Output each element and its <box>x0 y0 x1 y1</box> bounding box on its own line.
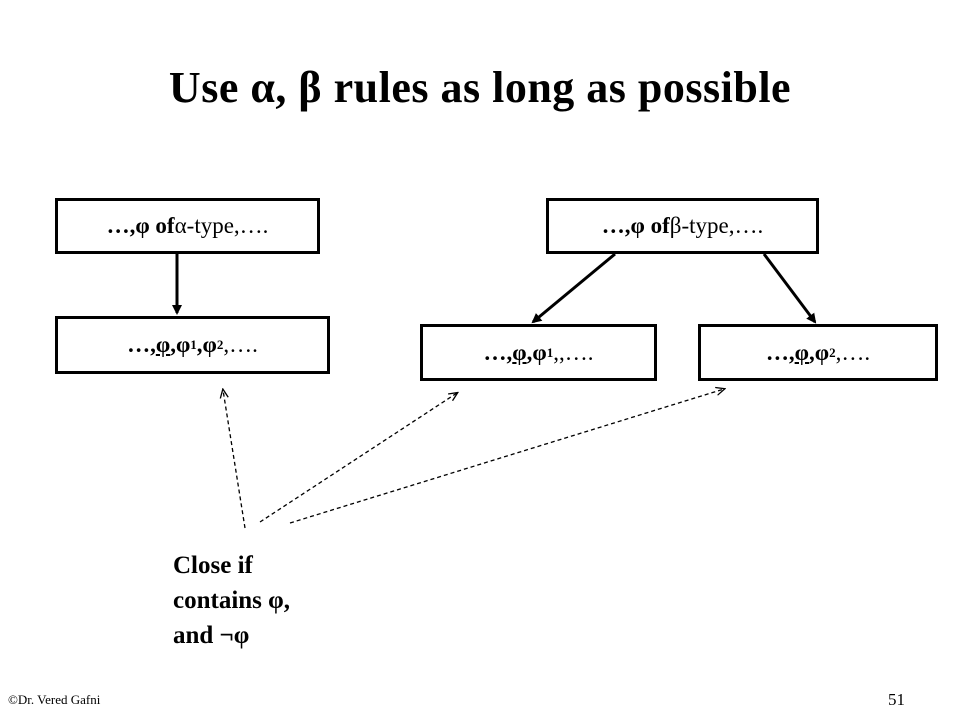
close-pointer-alpha-child <box>223 390 246 529</box>
close-condition-note: Close if contains φ, and ¬φ <box>173 548 290 653</box>
close-note-line-3: and ¬φ <box>173 622 250 649</box>
beta-left-comma: , <box>526 339 533 365</box>
close-note-line-1: Close if <box>173 552 253 579</box>
page-number: 51 <box>888 690 905 709</box>
alpha-child-comma-2: , <box>196 332 203 357</box>
beta-right-prefix: …, <box>765 339 795 365</box>
slide-title: Use α, β rules as long as possible <box>168 63 792 112</box>
beta-left-edge <box>531 252 616 324</box>
beta-left-rest: ,,…. <box>553 339 594 365</box>
beta-left-prefix: …, <box>483 339 513 365</box>
alpha-symbol: α <box>174 213 187 238</box>
beta-node-label: …,φ of <box>601 213 670 238</box>
beta-right-sub-2: 2 <box>829 344 836 360</box>
beta-right-phi-2: φ <box>814 339 830 365</box>
beta-symbol: β <box>669 213 682 238</box>
beta-right-rest: ,…. <box>835 339 871 365</box>
beta-right-phi: φ <box>794 339 809 365</box>
alpha-child-phi-1: φ <box>175 332 191 357</box>
beta-right-edge <box>762 253 817 324</box>
alpha-child-prefix: …, <box>127 332 156 357</box>
close-note-line-2: contains φ, <box>173 587 291 614</box>
beta-type-node: …,φ of β-type,…. <box>546 198 819 254</box>
beta-left-phi: φ <box>512 339 527 365</box>
beta-left-sub-1: 1 <box>546 344 554 360</box>
alpha-child-rest: ,…. <box>223 332 258 357</box>
alpha-node-label: …,φ of <box>106 213 175 238</box>
beta-right-comma: , <box>809 339 815 365</box>
alpha-child-phi-2: φ <box>202 332 217 357</box>
alpha-node-type-text: -type,…. <box>186 213 269 238</box>
alpha-child-comma-1: , <box>170 332 176 357</box>
alpha-child-sub-1: 1 <box>190 337 197 352</box>
alpha-child-phi: φ <box>155 332 171 357</box>
close-pointer-beta-left <box>259 393 457 523</box>
beta-node-type-text: -type,…. <box>681 213 764 238</box>
alpha-child-sub-2: 2 <box>216 337 224 352</box>
beta-left-phi-1: φ <box>532 339 547 365</box>
close-pointer-beta-right <box>289 389 724 524</box>
alpha-type-node: …,φ of α-type,…. <box>55 198 320 254</box>
copyright-footer: ©Dr. Vered Gafni <box>8 692 101 707</box>
